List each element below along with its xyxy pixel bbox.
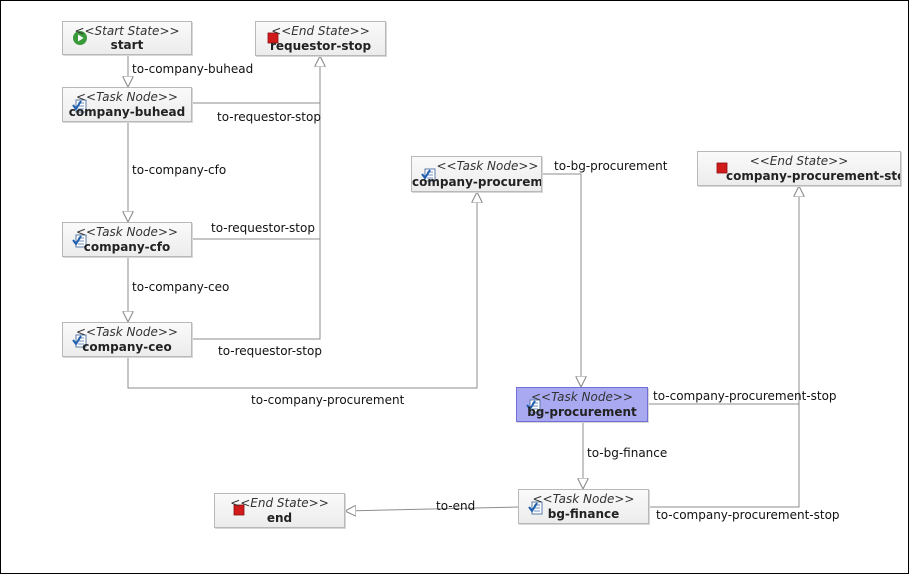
- edge-label: to-company-ceo: [132, 280, 230, 294]
- edge-bgfin-to-company-procurement-stop[interactable]: [649, 404, 800, 508]
- task-node-icon: [421, 168, 436, 182]
- edge-label: to-company-cfo: [132, 163, 227, 177]
- task-node-icon: [72, 334, 87, 348]
- node-stereotype: <<Task Node>>: [76, 225, 178, 239]
- node-stereotype: <<Task Node>>: [76, 325, 178, 339]
- edge-label: to-bg-procurement: [554, 159, 668, 173]
- edge-ceo-to-requestor-stop[interactable]: [192, 239, 321, 340]
- node-stereotype: <<End State>>: [749, 154, 849, 168]
- end-state-icon: [233, 504, 245, 516]
- node-stereotype: <<Task Node>>: [532, 492, 635, 506]
- task-node-icon: [526, 399, 541, 413]
- task-node-icon: [72, 99, 87, 113]
- node-name: company-procurement-stop: [726, 169, 900, 183]
- start-state-icon: [73, 31, 87, 45]
- company-cfo-task-node[interactable]: <<Task Node>> company-cfo: [62, 222, 192, 257]
- node-name: end: [266, 511, 293, 525]
- company-ceo-task-node[interactable]: <<Task Node>> company-ceo: [62, 322, 192, 357]
- node-stereotype: <<Task Node>>: [436, 159, 539, 173]
- node-name: company-cfo: [83, 240, 171, 254]
- edge-label: to-company-buhead: [132, 62, 254, 76]
- company-procurement-stop-end-state-node[interactable]: <<End State>> company-procurement-stop: [697, 151, 901, 186]
- node-stereotype: <<End State>>: [271, 24, 370, 38]
- end-state-icon: [267, 32, 279, 44]
- edge-label: to-requestor-stop: [211, 221, 315, 235]
- node-name: company-buhead: [68, 105, 186, 119]
- bg-procurement-task-node[interactable]: <<Task Node>> bg-procurement: [516, 387, 648, 422]
- company-procurement-task-node[interactable]: <<Task Node>> company-procurem: [411, 156, 542, 192]
- start-state-node[interactable]: <<Start State>> start: [62, 21, 192, 55]
- node-name: start: [110, 38, 144, 52]
- company-buhead-task-node[interactable]: <<Task Node>> company-buhead: [62, 87, 192, 122]
- edge-label: to-requestor-stop: [217, 110, 321, 124]
- node-name: requestor-stop: [269, 39, 372, 53]
- edge-bgproc-to-company-procurement-stop[interactable]: [648, 186, 799, 405]
- node-stereotype: <<Task Node>>: [531, 390, 633, 404]
- node-name: company-procurem: [412, 175, 541, 189]
- edge-to-bg-procurement[interactable]: [542, 173, 581, 387]
- requestor-stop-end-state-node[interactable]: <<End State>> requestor-stop: [255, 21, 386, 56]
- node-stereotype: <<Task Node>>: [76, 90, 178, 104]
- edge-label: to-bg-finance: [587, 446, 668, 460]
- edge-to-end[interactable]: [345, 507, 519, 511]
- edge-to-company-procurement[interactable]: [127, 192, 477, 389]
- edge-label: to-company-procurement: [251, 393, 405, 407]
- node-stereotype: <<End State>>: [230, 496, 329, 510]
- bg-finance-task-node[interactable]: <<Task Node>> bg-finance: [518, 489, 649, 524]
- end-state-icon: [716, 162, 728, 174]
- node-name: company-ceo: [82, 340, 172, 354]
- node-name: bg-procurement: [527, 405, 637, 419]
- edge-label: to-company-procurement-stop: [656, 508, 840, 522]
- end-end-state-node[interactable]: <<End State>> end: [214, 493, 345, 528]
- edge-label: to-company-procurement-stop: [653, 389, 837, 403]
- edge-label: to-end: [436, 499, 476, 513]
- edge-label: to-requestor-stop: [218, 344, 322, 358]
- task-node-icon: [72, 234, 87, 248]
- task-node-icon: [528, 501, 543, 515]
- node-name: bg-finance: [547, 507, 620, 521]
- node-stereotype: <<Start State>>: [74, 24, 180, 38]
